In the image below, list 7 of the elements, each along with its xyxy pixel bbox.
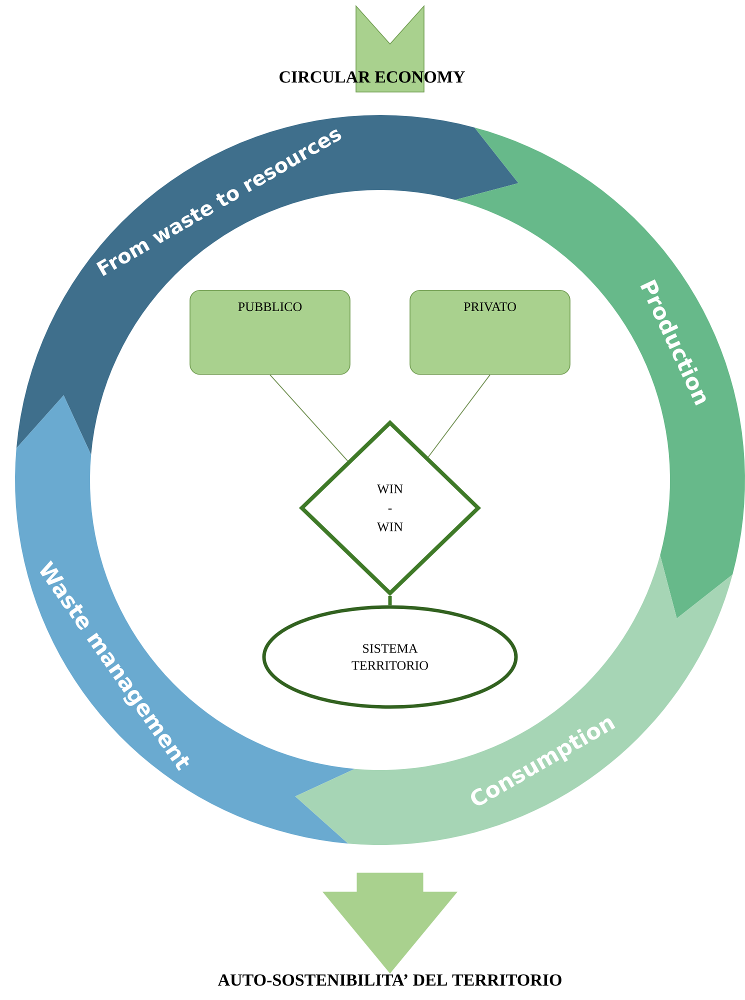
rounded-box: PUBBLICO [190,290,350,375]
connector-line [388,596,392,606]
rounded-box: PRIVATO [410,290,570,375]
connector-line [428,374,490,458]
connector-line [270,374,348,462]
block-arrow [322,872,458,974]
conclusion-text: AUTO-SOSTENIBILITA’ DEL TERRITORIO [218,974,562,986]
